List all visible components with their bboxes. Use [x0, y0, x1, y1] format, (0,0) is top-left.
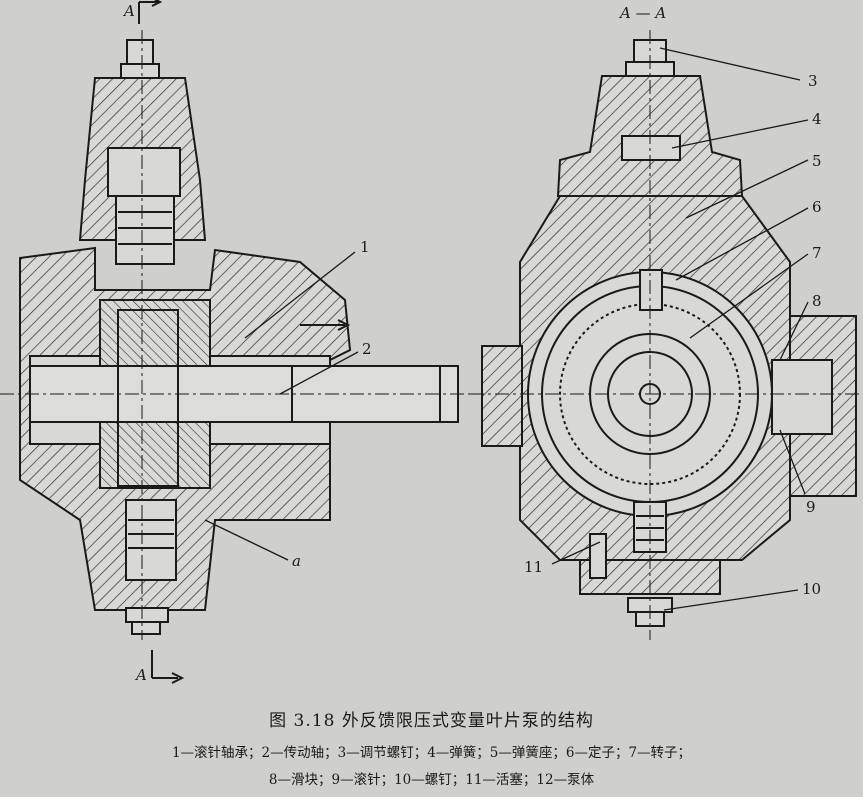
part-label-8: 8: [812, 292, 822, 310]
section-label-left-bottom: A: [134, 666, 147, 684]
passage-label-a: a: [292, 552, 301, 570]
left-sectional-view: [0, 0, 470, 684]
part-label-7: 7: [812, 244, 822, 262]
section-label-left-top: A: [122, 2, 135, 20]
right-sectional-view: [470, 30, 863, 640]
part-label-5: 5: [812, 152, 822, 170]
part-label-6: 6: [812, 198, 822, 216]
part-label-9: 9: [806, 498, 816, 516]
part-label-2: 2: [362, 340, 372, 358]
figure-caption-title: 图 3.18 外反馈限压式变量叶片泵的结构: [269, 711, 594, 731]
figure-legend-line-1: 1—滚针轴承；2—传动轴；3—调节螺钉；4—弹簧；5—弹簧座；6—定子；7—转子…: [171, 745, 692, 761]
section-title-right: A — A: [618, 4, 666, 22]
part-label-10: 10: [802, 580, 821, 598]
part-label-11: 11: [524, 558, 543, 576]
part-label-1: 1: [360, 238, 370, 256]
part-label-4: 4: [812, 110, 822, 128]
pump-drawing: A A A — A 1 2 3 4 5 6 7 8 9 10 11 a: [0, 0, 863, 684]
figure-legend-line-2: 8—滑块；9—滚针；10—螺钉；11—活塞；12—泵体: [268, 772, 595, 788]
part-labels: A A A — A 1 2 3 4 5 6 7 8 9 10 11 a: [122, 2, 822, 684]
part-label-3: 3: [808, 72, 818, 90]
